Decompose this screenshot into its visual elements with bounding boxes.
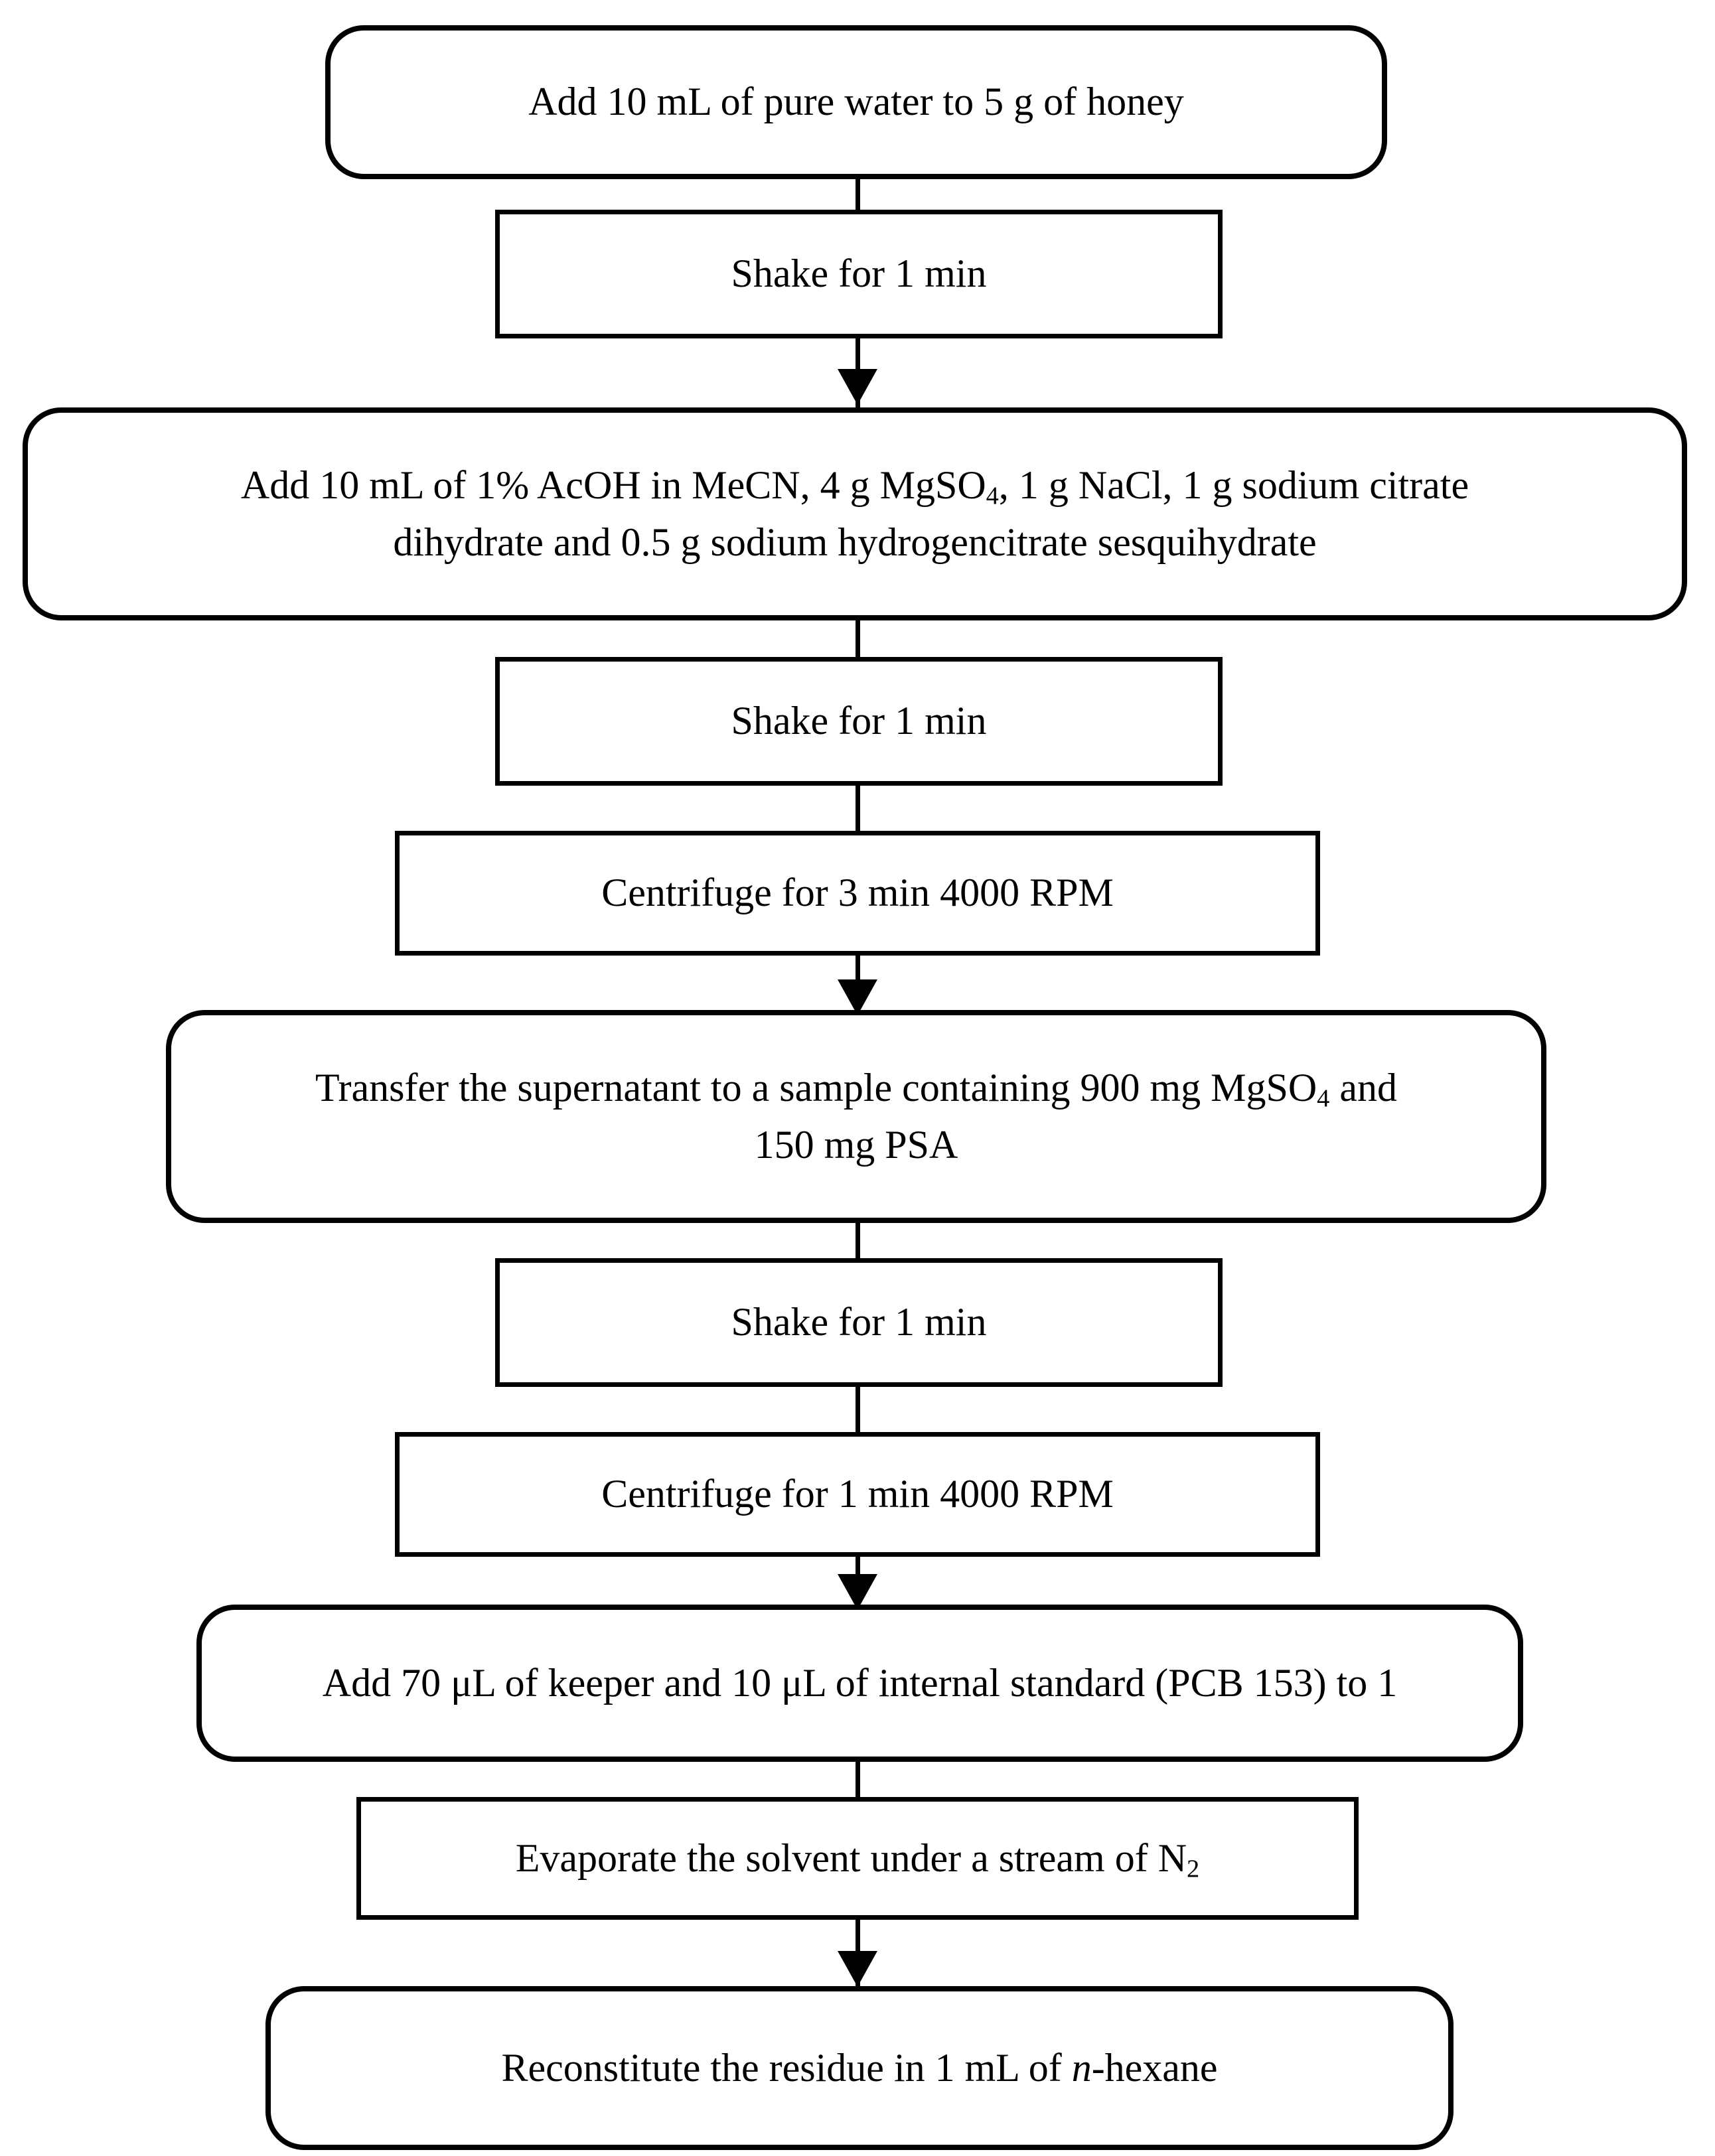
step-6-line1-subscript: 4 [1317, 1084, 1330, 1113]
arrowhead-step2-step3 [838, 369, 877, 405]
step-add-keeper-internal-standard[interactable]: Add 70 μL of keeper and 10 μL of interna… [196, 1605, 1523, 1762]
step-4-label: Shake for 1 min [731, 699, 987, 743]
step-11-text-a: Reconstitute the residue in 1 mL of [501, 2045, 1072, 2090]
step-3-label: Add 10 mL of 1% AcOH in MeCN, 4 g MgSO4,… [45, 457, 1665, 570]
arrowhead-step5-step6 [838, 979, 877, 1015]
step-evaporate-solvent[interactable]: Evaporate the solvent under a stream of … [356, 1797, 1359, 1920]
step-add-acoh-salts[interactable]: Add 10 mL of 1% AcOH in MeCN, 4 g MgSO4,… [23, 407, 1687, 620]
step-10-label: Evaporate the solvent under a stream of … [378, 1830, 1337, 1887]
step-3-line2: dihydrate and 0.5 g sodium hydrogencitra… [393, 520, 1317, 564]
connector-step7-step8 [856, 1383, 860, 1439]
step-6-line1-a: Transfer the supernatant to a sample con… [315, 1066, 1317, 1110]
step-shake-2[interactable]: Shake for 1 min [495, 657, 1223, 786]
step-11-text-b: -hexane [1091, 2045, 1218, 2090]
step-5-label: Centrifuge for 3 min 4000 RPM [601, 871, 1114, 915]
step-2-label: Shake for 1 min [731, 252, 987, 296]
step-3-line1-b: , 1 g NaCl, 1 g sodium citrate [998, 463, 1469, 508]
step-7-label: Shake for 1 min [731, 1300, 987, 1344]
step-centrifuge-1min[interactable]: Centrifuge for 1 min 4000 RPM [395, 1432, 1320, 1557]
step-shake-3[interactable]: Shake for 1 min [495, 1258, 1223, 1387]
step-3-line1-subscript: 4 [986, 482, 999, 510]
arrowhead-step8-step9 [838, 1574, 877, 1610]
connector-step3-step4 [856, 615, 860, 662]
step-add-pure-water[interactable]: Add 10 mL of pure water to 5 g of honey [325, 25, 1387, 179]
step-reconstitute-residue[interactable]: Reconstitute the residue in 1 mL of n-he… [265, 1986, 1454, 2150]
step-10-subscript: 2 [1187, 1855, 1200, 1883]
step-10-text: Evaporate the solvent under a stream of … [515, 1835, 1187, 1880]
step-1-label: Add 10 mL of pure water to 5 g of honey [528, 80, 1184, 124]
step-3-line1-a: Add 10 mL of 1% AcOH in MeCN, 4 g MgSO [240, 463, 986, 508]
step-11-italic-n: n [1071, 2045, 1092, 2090]
step-8-label: Centrifuge for 1 min 4000 RPM [601, 1472, 1114, 1516]
step-11-label: Reconstitute the residue in 1 mL of n-he… [288, 2040, 1431, 2096]
step-centrifuge-3min[interactable]: Centrifuge for 3 min 4000 RPM [395, 831, 1320, 956]
step-shake-1[interactable]: Shake for 1 min [495, 210, 1223, 338]
connector-step9-step10 [856, 1757, 860, 1803]
step-6-line1-b: and [1329, 1066, 1398, 1110]
connector-step4-step5 [856, 782, 860, 836]
step-9-label: Add 70 μL of keeper and 10 μL of interna… [322, 1660, 1398, 1705]
step-6-label: Transfer the supernatant to a sample con… [188, 1060, 1524, 1173]
arrowhead-step10-step11 [838, 1951, 877, 1987]
connector-step1-step2 [856, 174, 860, 215]
step-6-line2: 150 mg PSA [754, 1122, 958, 1167]
connector-step6-step7 [856, 1218, 860, 1263]
step-transfer-supernatant[interactable]: Transfer the supernatant to a sample con… [166, 1010, 1546, 1223]
